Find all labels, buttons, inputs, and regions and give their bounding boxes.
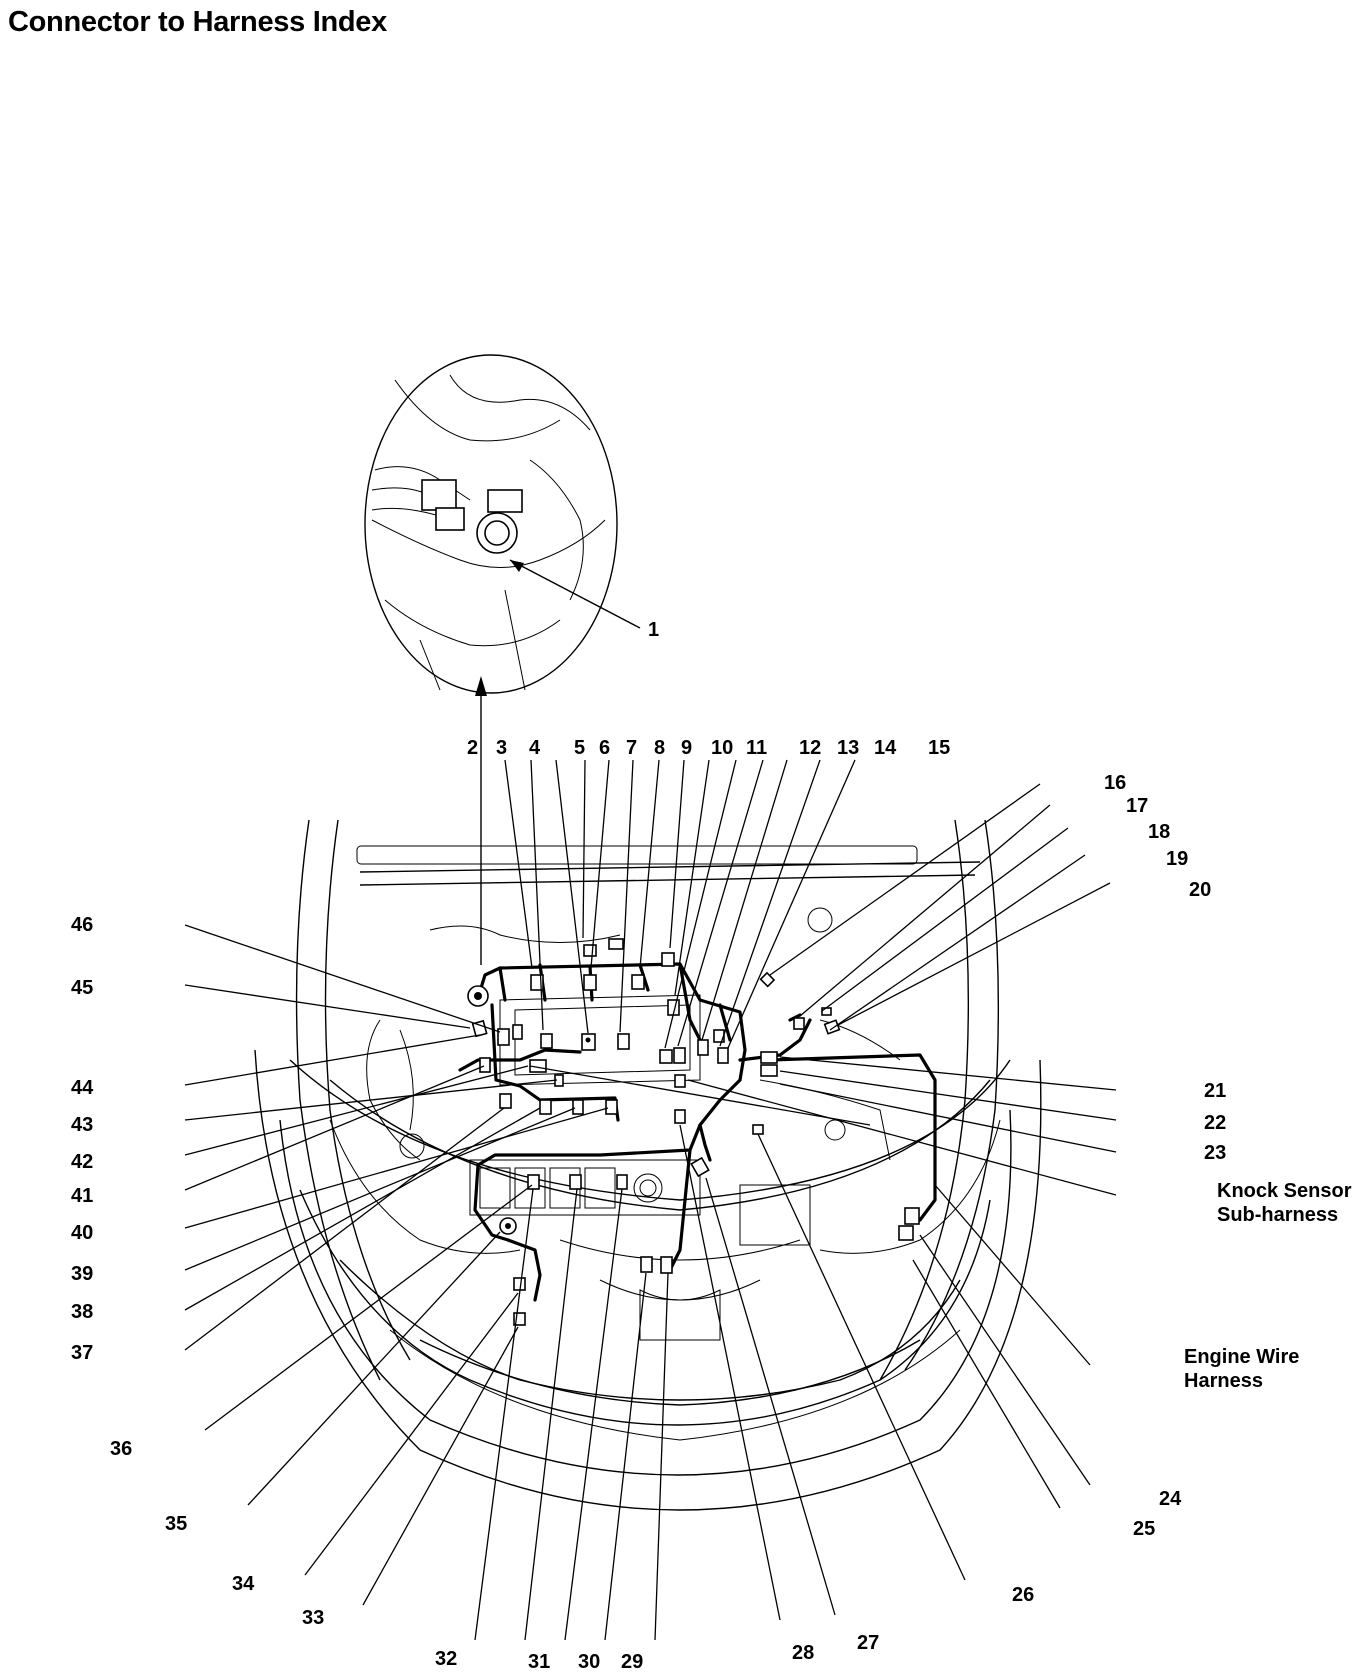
- callout-labels: 1 2 3 4 5 6 7 8 9 10 11 12 13 14 15 16 1…: [71, 619, 1352, 1673]
- callout-33: 33: [302, 1607, 324, 1629]
- callout-41: 41: [71, 1185, 93, 1207]
- callout-6: 6: [599, 737, 610, 759]
- callout-34: 34: [232, 1573, 255, 1595]
- callout-14: 14: [874, 737, 897, 759]
- page-title: Connector to Harness Index: [8, 6, 387, 38]
- callout-9: 9: [681, 737, 692, 759]
- callout-30: 30: [578, 1651, 600, 1673]
- callout-23: 23: [1204, 1142, 1226, 1164]
- callout-1: 1: [648, 619, 659, 641]
- callout-17: 17: [1126, 795, 1148, 817]
- callout-39: 39: [71, 1263, 93, 1285]
- callout-22: 22: [1204, 1112, 1226, 1134]
- engine-wire-label-line2: Harness: [1184, 1370, 1263, 1392]
- callout-43: 43: [71, 1114, 93, 1136]
- callout-32: 32: [435, 1648, 457, 1670]
- callout-38: 38: [71, 1301, 93, 1323]
- callout-13: 13: [837, 737, 859, 759]
- callout-42: 42: [71, 1151, 93, 1173]
- callout-4: 4: [529, 737, 541, 759]
- callout-3: 3: [496, 737, 507, 759]
- inset-pointer-arrow: [475, 676, 487, 965]
- callout-19: 19: [1166, 848, 1188, 870]
- knock-sensor-label-line2: Sub-harness: [1217, 1204, 1338, 1226]
- callout-45: 45: [71, 977, 93, 999]
- connector-bodies: [467, 938, 920, 1326]
- callout-5: 5: [574, 737, 585, 759]
- callout-44: 44: [71, 1077, 94, 1099]
- callout-20: 20: [1189, 879, 1211, 901]
- knock-sensor-label-line1: Knock Sensor: [1217, 1180, 1352, 1202]
- callout-8: 8: [654, 737, 665, 759]
- callout-31: 31: [528, 1651, 550, 1673]
- callout-36: 36: [110, 1438, 132, 1460]
- callout-28: 28: [792, 1642, 814, 1664]
- callout-35: 35: [165, 1513, 187, 1535]
- leader-lines: [184, 759, 1117, 1641]
- callout-24: 24: [1159, 1488, 1182, 1510]
- detail-inset: [364, 354, 641, 694]
- callout-2: 2: [467, 737, 478, 759]
- callout-7: 7: [626, 737, 637, 759]
- callout-10: 10: [711, 737, 733, 759]
- callout-21: 21: [1204, 1080, 1226, 1102]
- callout-11: 11: [746, 737, 767, 759]
- engine-wire-label-line1: Engine Wire: [1184, 1346, 1299, 1368]
- callout-16: 16: [1104, 772, 1126, 794]
- callout-26: 26: [1012, 1584, 1034, 1606]
- callout-40: 40: [71, 1222, 93, 1244]
- callout-46: 46: [71, 914, 93, 936]
- callout-37: 37: [71, 1342, 93, 1364]
- engine-block: [366, 907, 901, 1341]
- vehicle-outline: [254, 819, 1042, 1511]
- callout-27: 27: [857, 1632, 879, 1654]
- callout-15: 15: [928, 737, 950, 759]
- callout-12: 12: [799, 737, 821, 759]
- callout-25: 25: [1133, 1518, 1155, 1540]
- callout-18: 18: [1148, 821, 1170, 843]
- harness-routing: [458, 962, 937, 1302]
- callout-29: 29: [621, 1651, 643, 1673]
